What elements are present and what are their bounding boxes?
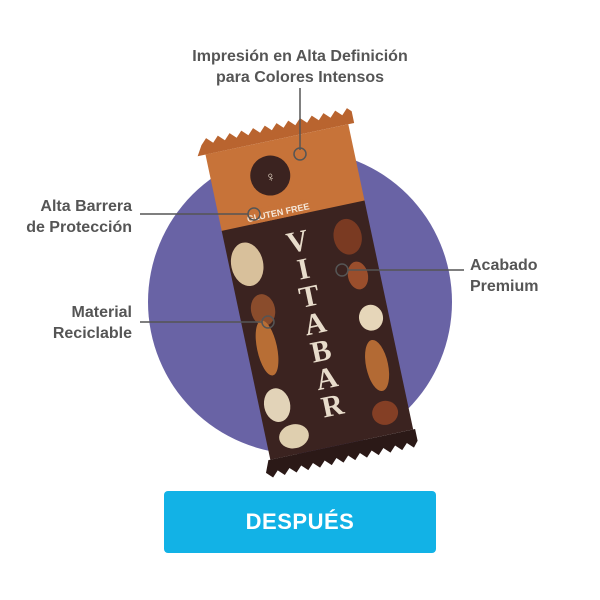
after-button[interactable]: DESPUÉS: [164, 491, 436, 553]
callout-high-barrier-line2: de Protección: [26, 219, 132, 236]
callout-recyclable-material: Material Reciclable: [10, 302, 132, 344]
callout-premium-finish: Acabado Premium: [470, 255, 580, 297]
callout-hd-printing-line2: para Colores Intensos: [215, 69, 385, 86]
callout-high-barrier-line1: Alta Barrera: [40, 198, 132, 215]
callout-recyclable-material-line1: Material: [71, 304, 132, 321]
callout-premium-finish-line1: Acabado: [470, 257, 538, 274]
logo-icon: ♀: [264, 170, 277, 187]
callout-high-barrier: Alta Barrera de Protección: [10, 196, 132, 238]
callout-premium-finish-line2: Premium: [470, 278, 539, 295]
callout-hd-printing: Impresión en Alta Definición para Colore…: [150, 46, 450, 88]
callout-hd-printing-line1: Impresión en Alta Definición: [192, 48, 408, 65]
callout-recyclable-material-line2: Reciclable: [52, 325, 132, 342]
